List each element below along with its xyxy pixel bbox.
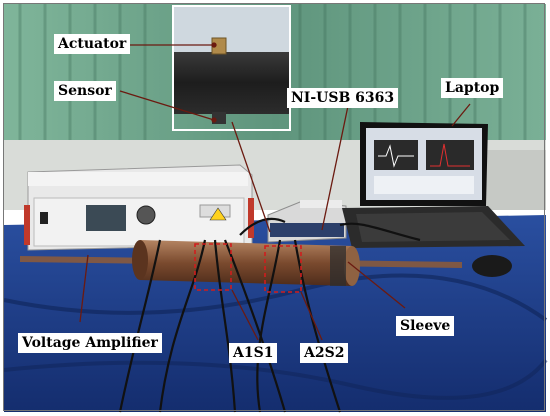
voltage-amplifier-device xyxy=(24,164,254,251)
a1s1-label: A1S1 xyxy=(229,343,278,363)
ni-usb-device xyxy=(267,200,347,243)
sensor-label: Sensor xyxy=(54,81,116,101)
sleeve xyxy=(330,246,346,286)
pointer-lines xyxy=(79,42,471,341)
laptop-label: Laptop xyxy=(441,78,504,98)
voltage-amplifier-label: Voltage Amplifier xyxy=(18,333,162,353)
closeup-inset xyxy=(172,5,291,131)
wall-shelf xyxy=(480,150,546,210)
cables xyxy=(118,217,421,413)
sensor-boxes xyxy=(194,243,302,293)
pipe-specimen xyxy=(132,240,360,286)
a2s2-label: A2S2 xyxy=(300,343,349,363)
ni-usb-label: NI-USB 6363 xyxy=(287,88,399,108)
laptop-device xyxy=(342,122,525,248)
sleeve-label: Sleeve xyxy=(396,316,455,336)
mouse xyxy=(472,255,512,277)
actuator-label: Actuator xyxy=(54,34,131,54)
